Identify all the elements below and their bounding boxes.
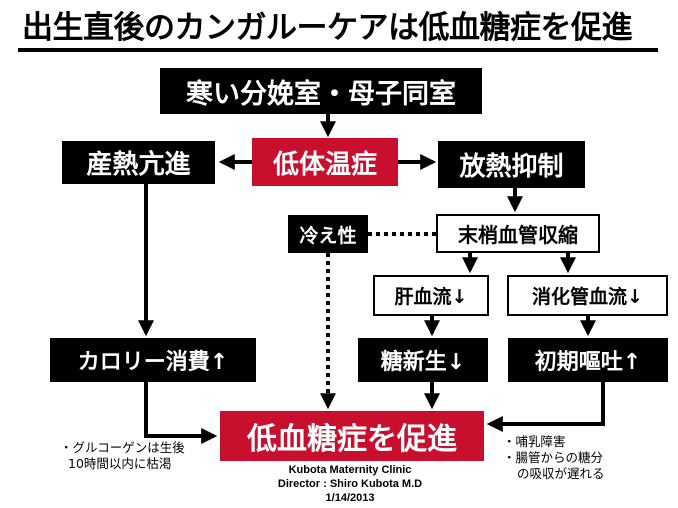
hypoglycemia-box: 低血糖症を促進 [220,411,484,461]
glycogen-note-line1: ・グルコーゲンは生後 [60,440,185,455]
feeding-note-line1: ・哺乳障害 [503,434,566,449]
feeding-note-line2: ・腸管からの糖分 [503,450,604,465]
feeding-note-line3: の吸収が遅れる [517,466,605,481]
page-title: 出生直後のカンガルーケアは低血糖症を促進 [22,10,633,46]
feeding-note: ・哺乳障害 ・腸管からの糖分 の吸収が遅れる [503,434,605,482]
digestive-flow-box: 消化管血流↓ [507,275,668,316]
arrow-calorie-to-hypoglycemia [144,382,218,444]
cold-box: 冷え性 [288,215,368,253]
hypothermia-box: 低体温症 [252,138,398,186]
vomiting-box: 初期嘔吐↑ [508,338,668,382]
gluconeogenesis-box: 糖新生↓ [358,338,488,382]
credit-date: 1/14/2013 [325,492,375,504]
thermogenesis-box: 産熱亢進 [62,141,215,184]
calorie-box: カロリー消費↑ [50,338,256,382]
arrow-vomiting-to-hypoglycemia [486,382,605,432]
credit-clinic: Kubota Maternity Clinic [288,464,412,476]
hepatic-flow-box: 肝血流↓ [373,275,489,316]
room-box: 寒い分娩室・母子同室 [160,68,482,114]
credit-director: Director : Shiro Kubota M.D [277,478,423,490]
clinic-credit: Kubota Maternity Clinic Director : Shiro… [250,463,450,505]
title-underline [18,48,658,52]
glycogen-note-line2: 10時間以内に枯渇 [68,456,172,471]
glycogen-note: ・グルコーゲンは生後 10時間以内に枯渇 [60,440,185,472]
heat-loss-suppression-box: 放熱抑制 [438,141,585,188]
vasoconstriction-box: 末梢血管収縮 [436,214,600,253]
